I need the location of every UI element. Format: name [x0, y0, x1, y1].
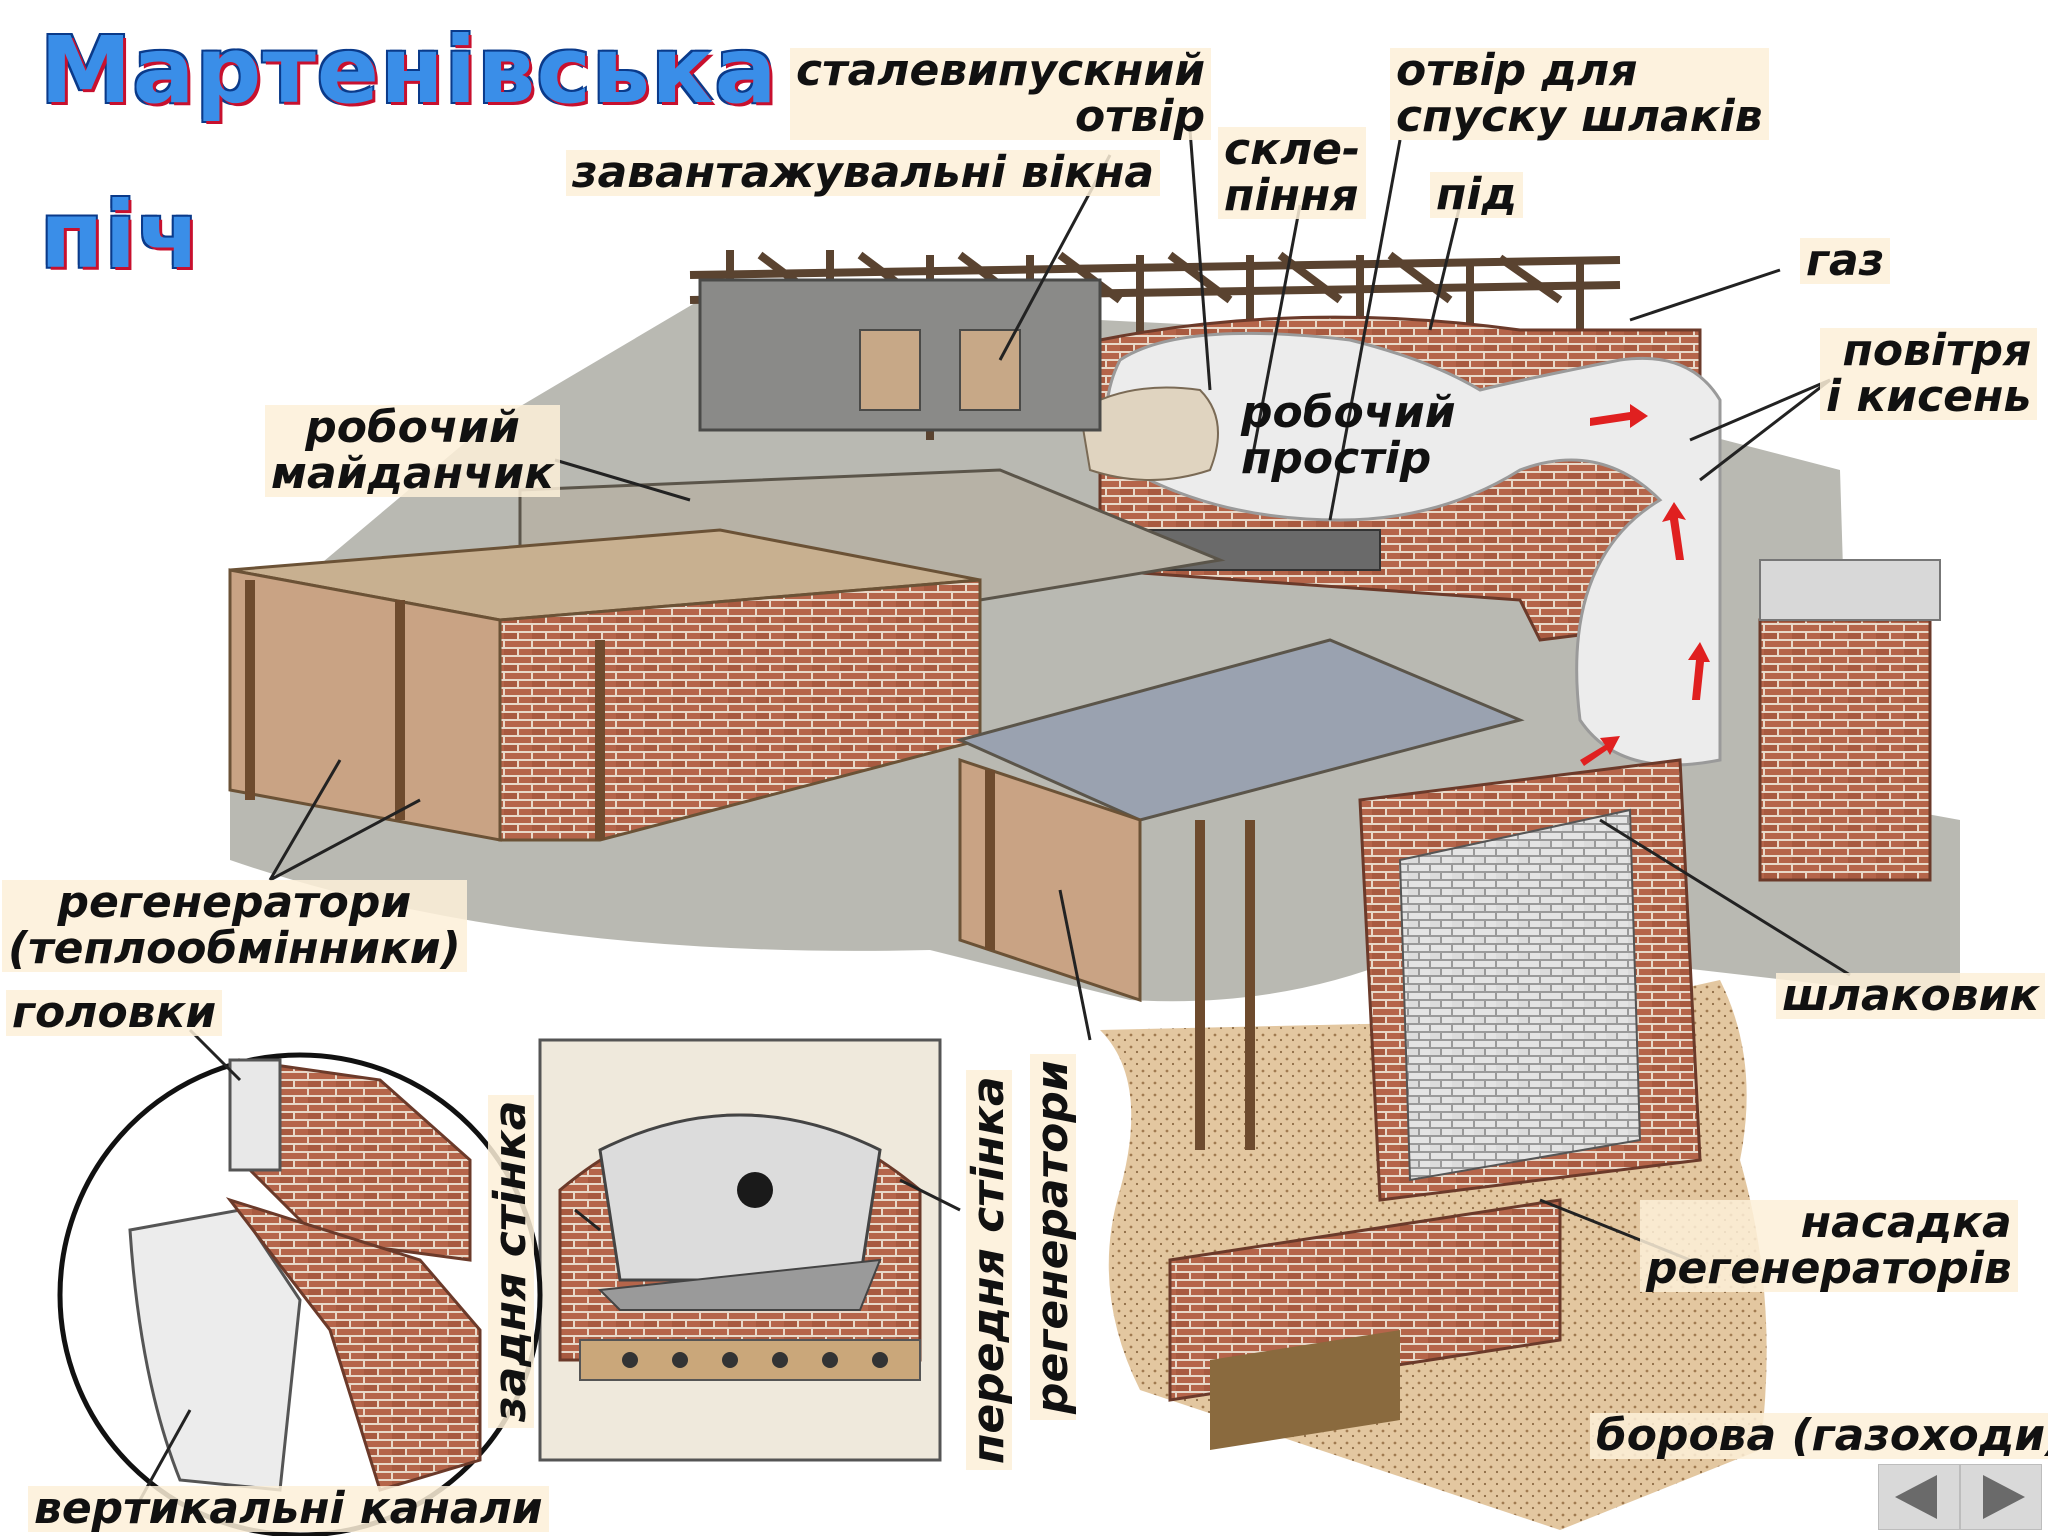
label-regenerators: регенератори [1027, 1054, 1078, 1420]
label-flues: борова (газоходи) [1590, 1413, 2048, 1459]
flue-channel [1168, 1198, 1562, 1402]
heads-detail-circle [57, 1052, 543, 1536]
next-slide-button[interactable] [1960, 1464, 2042, 1530]
title-line-2: піч [40, 182, 202, 289]
cross-section [538, 1038, 942, 1462]
label-checker: насадка регенераторів [1640, 1200, 2018, 1292]
label-regenerators-heat-line2: (теплообмінники) [8, 923, 461, 974]
label-slag-hole-line1: отвір для [1396, 45, 1638, 96]
left-regenerator-side [498, 578, 982, 842]
label-hearth: під [1430, 172, 1524, 218]
label-front-wall: передня стінка [963, 1070, 1014, 1470]
label-work-space-line2: простір [1241, 433, 1432, 484]
label-air-oxygen-line2: і кисень [1826, 371, 2032, 422]
label-steel-tap-line2: отвір [1074, 91, 1206, 142]
right-regenerator-roof [955, 638, 1525, 822]
right-regenerator-front [958, 757, 1142, 1003]
label-loading-windows: завантажувальні вікна [566, 150, 1161, 196]
label-vault: скле- піння [1218, 124, 1367, 221]
label-regenerators-heat-exchangers: регенератори (теплообмінники) [2, 880, 467, 972]
prev-slide-button[interactable] [1878, 1464, 1960, 1530]
label-air-oxygen-line1: повітря [1842, 325, 2032, 376]
label-vault-line1: скле- [1224, 124, 1361, 175]
label-work-platform: робочий майданчик [265, 402, 561, 499]
loading-window-1 [859, 329, 921, 411]
label-back-wall: задня стінка [485, 1094, 536, 1428]
furnace-charge [1078, 386, 1219, 481]
right-regenerator-frame [985, 770, 1255, 1150]
triangle-left-icon [1895, 1475, 1937, 1519]
label-air-oxygen: повітря і кисень [1820, 325, 2038, 422]
label-work-platform-line1: робочий [305, 402, 520, 453]
label-steel-tap-line1: сталевипускний [796, 45, 1206, 96]
flue-floor [1210, 1330, 1400, 1450]
label-work-platform-line2: майданчик [271, 448, 555, 499]
label-slag-hole-line2: спуску шлаків [1396, 91, 1763, 142]
label-checker-line1: насадка [1800, 1197, 2012, 1248]
regenerator-checker [1398, 808, 1642, 1182]
label-checker-line2: регенераторів [1646, 1243, 2012, 1294]
title-line-1: Мартенівська [40, 17, 778, 124]
label-steel-tap-hole: сталевипускний отвір [790, 45, 1212, 142]
leader-lines [138, 129, 1851, 1501]
left-regenerator-frame [245, 580, 605, 840]
label-slag-hole: отвір для спуску шлаків [1390, 48, 1769, 140]
label-work-space: робочий простір [1235, 390, 1462, 482]
label-work-space-line1: робочий [1241, 387, 1456, 438]
label-gas: газ [1800, 238, 1891, 284]
slag-pocket [1758, 618, 1932, 882]
label-slag-pocket: шлаковик [1776, 973, 2046, 1019]
work-space-flame [1105, 331, 1722, 767]
triangle-right-icon [1983, 1475, 2025, 1519]
label-regenerators-heat-line1: регенератори [57, 877, 412, 928]
label-vault-line2: піння [1224, 170, 1359, 221]
slag-pocket-top [1759, 559, 1941, 621]
label-heads: головки [6, 990, 223, 1036]
label-vertical-channels: вертикальні канали [28, 1486, 549, 1532]
